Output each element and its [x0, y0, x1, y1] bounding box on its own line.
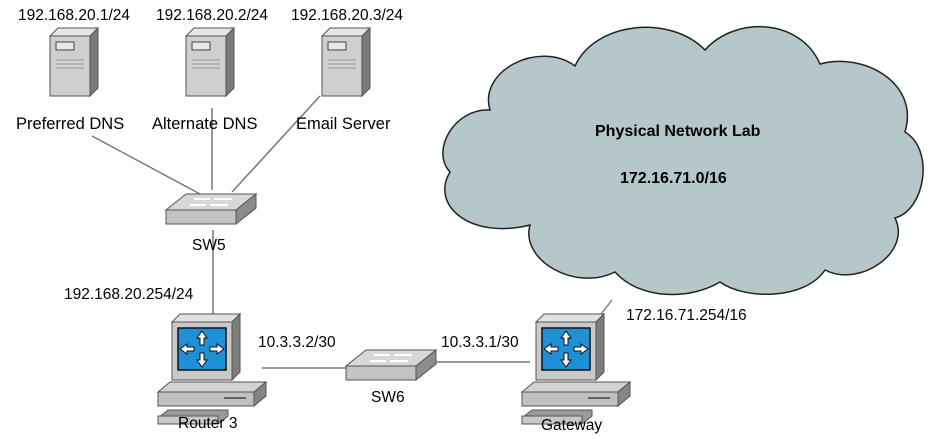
- server-icon: [321, 27, 371, 97]
- gateway-name-label: Gateway: [541, 417, 603, 434]
- router-lan-ip-label: 192.168.20.254/24: [64, 286, 194, 303]
- switch-icon: [345, 349, 437, 381]
- switch-label: SW6: [371, 389, 405, 406]
- server-name-label: Preferred DNS: [16, 115, 125, 133]
- server-icon: [185, 27, 235, 97]
- server-ip-label: 192.168.20.1/24: [18, 7, 131, 24]
- gateway-outer-ip-label: 172.16.71.254/16: [626, 307, 747, 324]
- cloud-subnet: 172.16.71.0/16: [620, 170, 727, 187]
- network-links: [91, 95, 613, 369]
- router-icon: [521, 313, 631, 425]
- switch-icon: [165, 193, 257, 225]
- cloud-shape: [442, 25, 924, 296]
- server-name-label: Email Server: [296, 115, 391, 133]
- router-name-label: Router 3: [178, 415, 238, 432]
- switch-label: SW5: [192, 237, 226, 254]
- cloud-title: Physical Network Lab: [595, 123, 761, 140]
- router-wan-ip-label: 10.3.3.2/30: [258, 334, 336, 351]
- gateway-inner-ip-label: 10.3.3.1/30: [441, 334, 519, 351]
- server-name-label: Alternate DNS: [152, 115, 258, 133]
- server-ip-label: 192.168.20.3/24: [291, 7, 404, 24]
- server-ip-label: 192.168.20.2/24: [156, 7, 269, 24]
- server-icon: [49, 27, 99, 97]
- router-icon: [157, 313, 267, 425]
